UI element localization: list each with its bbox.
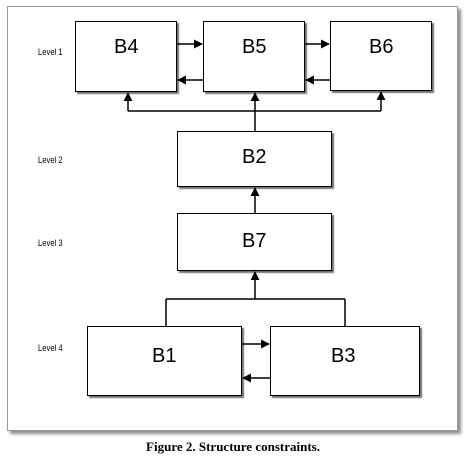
level-3-label: Level 3: [38, 238, 63, 248]
figure-caption: Figure 2. Structure constraints.: [146, 439, 320, 454]
block-b5-label: B5: [242, 36, 267, 58]
block-b5: B5: [203, 21, 305, 92]
level-4-label: Level 4: [38, 343, 63, 353]
block-b2-label: B2: [242, 146, 267, 168]
block-b4-label: B4: [114, 36, 139, 58]
level-1-label: Level 1: [38, 47, 63, 57]
block-b1: B1: [87, 326, 242, 396]
level-2-label: Level 2: [38, 155, 63, 165]
block-b6: B6: [330, 21, 432, 91]
block-b7: B7: [177, 213, 332, 271]
block-b3-label: B3: [331, 345, 356, 367]
block-b1-label: B1: [152, 345, 177, 367]
block-b4: B4: [75, 21, 177, 92]
block-b3: B3: [270, 326, 420, 396]
block-b7-label: B7: [242, 230, 267, 252]
block-b6-label: B6: [369, 36, 394, 58]
block-b2: B2: [177, 131, 332, 187]
